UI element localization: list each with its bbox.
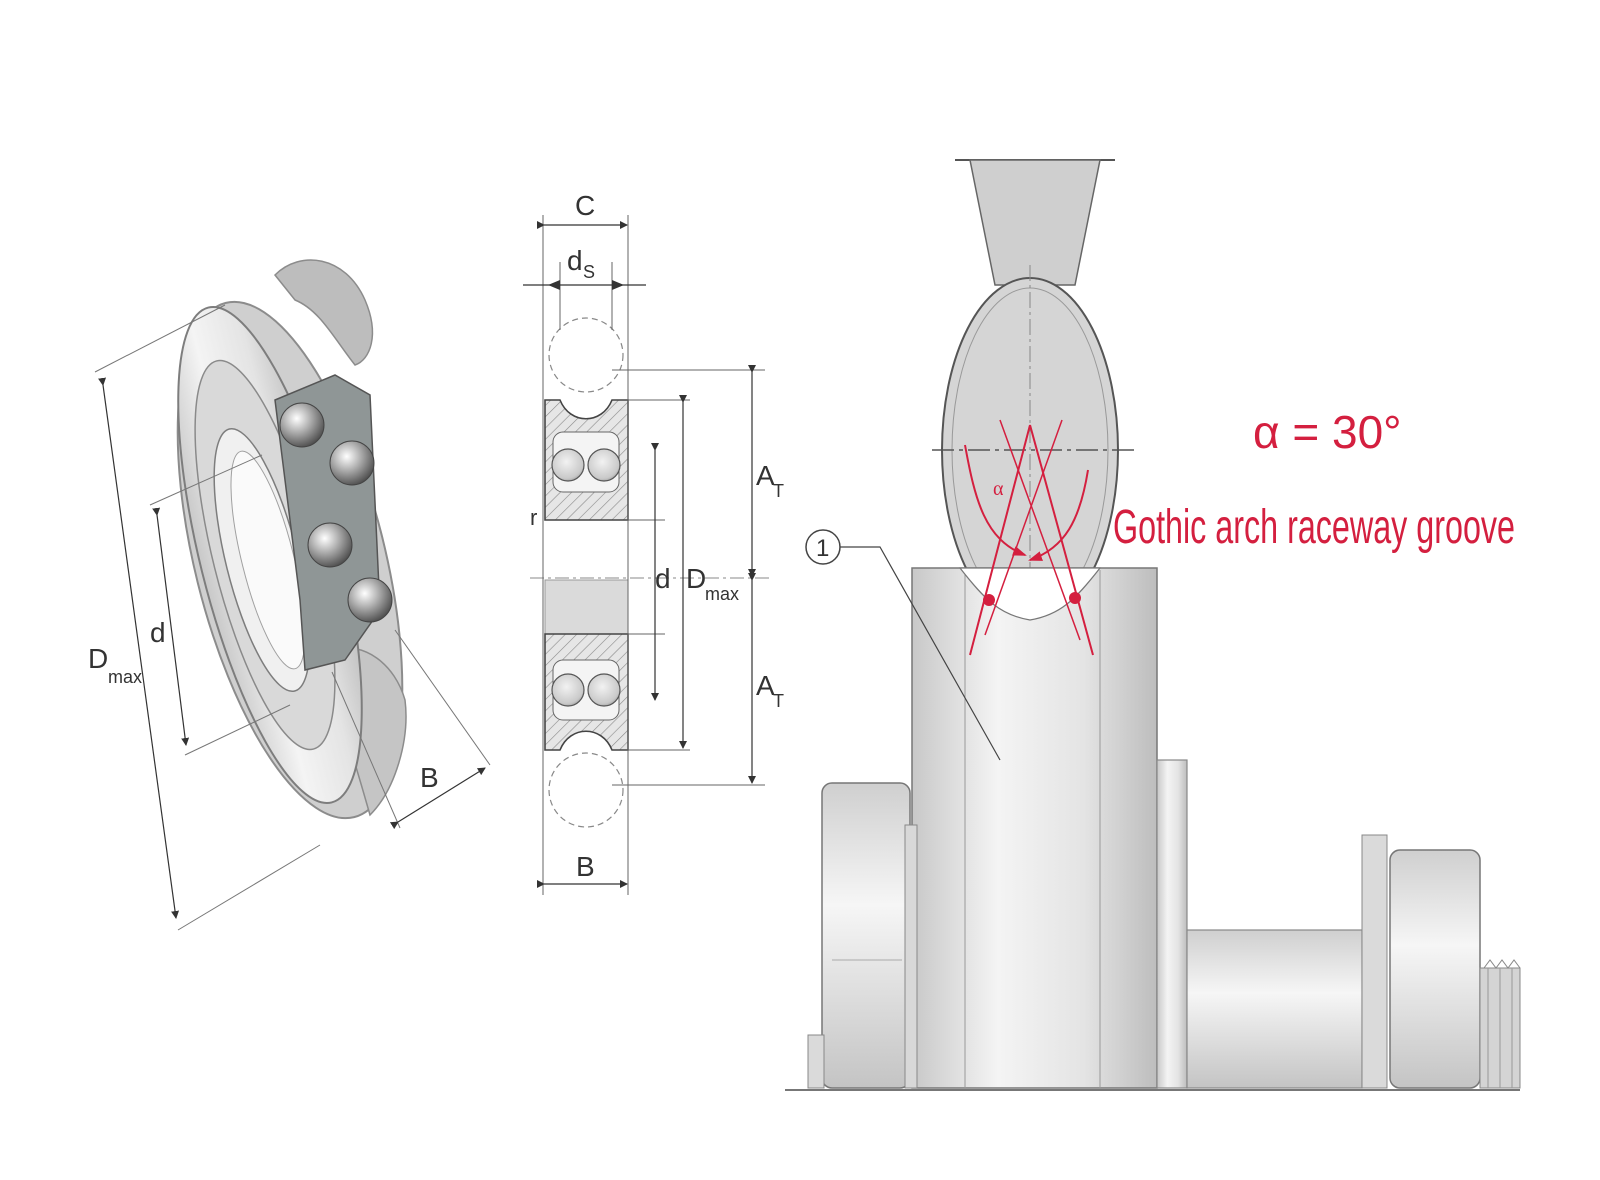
alpha-symbol: α bbox=[993, 478, 1004, 500]
b-label-section: B bbox=[576, 851, 595, 882]
d-label-iso: d bbox=[150, 617, 166, 648]
contact-angle-text: α = 30° bbox=[1253, 406, 1402, 458]
ring-section-lower bbox=[544, 633, 629, 751]
shaft-extension bbox=[1186, 929, 1363, 1089]
guide-rail-wedge bbox=[969, 159, 1101, 286]
left-nut bbox=[807, 782, 918, 1089]
dmax-label-section: D bbox=[686, 563, 706, 594]
stud-body bbox=[911, 567, 1158, 1089]
inner-sleeve-band bbox=[544, 579, 629, 635]
callout-leader bbox=[840, 546, 1001, 761]
callout-number: 1 bbox=[816, 535, 829, 562]
thread-end bbox=[1479, 959, 1521, 1089]
dimension-d-iso bbox=[149, 454, 291, 756]
r-label: r bbox=[530, 505, 537, 530]
c-label: C bbox=[575, 190, 595, 221]
ds-label: d bbox=[567, 245, 583, 276]
isometric-bearing-view: D max d B bbox=[88, 259, 491, 931]
at-top-subscript: T bbox=[773, 481, 784, 501]
contact-angle-annotation bbox=[964, 419, 1094, 656]
d-label-section: d bbox=[655, 563, 671, 594]
bearing-body bbox=[176, 259, 407, 820]
section-view: C d S d D max A T A T r B bbox=[523, 190, 784, 895]
ds-subscript: S bbox=[583, 262, 595, 282]
contact-view: α 1 α = 30° Gothic arch raceway groove bbox=[785, 159, 1521, 1091]
phantom-ball-top bbox=[548, 317, 624, 393]
at-top-label: A bbox=[756, 460, 775, 491]
ring-section-upper bbox=[544, 399, 629, 521]
dmax-subscript-section: max bbox=[705, 584, 739, 604]
phantom-ball-bottom bbox=[548, 752, 624, 828]
dimension-b-iso bbox=[331, 629, 491, 830]
groove-type-text: Gothic arch raceway groove bbox=[1113, 501, 1515, 554]
right-flange bbox=[1156, 759, 1188, 1089]
dmax-subscript-iso: max bbox=[108, 667, 142, 687]
right-nut bbox=[1389, 849, 1481, 1089]
b-label-iso: B bbox=[420, 762, 439, 793]
at-bottom-subscript: T bbox=[773, 691, 784, 711]
at-bottom-label: A bbox=[756, 670, 775, 701]
dimension-dmax-iso bbox=[94, 304, 321, 931]
dmax-label-iso: D bbox=[88, 643, 108, 674]
